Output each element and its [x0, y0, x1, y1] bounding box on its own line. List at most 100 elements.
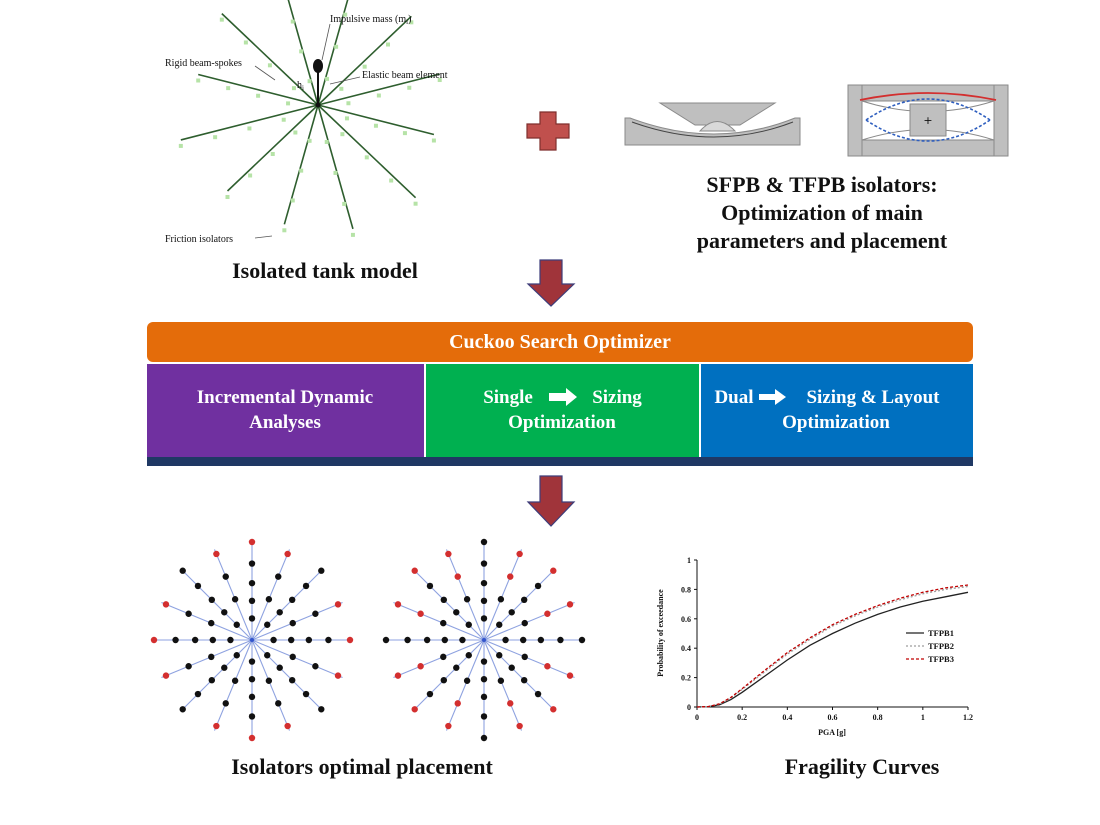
- isolator-node-black: [557, 636, 564, 644]
- friction-isolator-node: [350, 232, 355, 237]
- friction-isolator-node: [299, 168, 304, 173]
- isolator-node-black: [480, 597, 488, 604]
- isolator-node-black: [172, 636, 179, 644]
- y-tick-label: 0.8: [681, 585, 691, 594]
- isolator-node-red: [417, 663, 424, 670]
- cuckoo-search-optimizer-panel: Cuckoo Search Optimizer Incremental Dyna…: [147, 322, 973, 466]
- sizing-layout-label: Sizing & Layout: [806, 387, 940, 408]
- isolator-node-black: [480, 615, 488, 622]
- placement-layout-2: [382, 538, 586, 742]
- isolator-node-red: [445, 550, 452, 558]
- isolator-node-red: [516, 722, 523, 730]
- isolator-node-black: [264, 652, 271, 659]
- isolator-node-black: [248, 615, 256, 622]
- isolator-node-black: [248, 713, 256, 720]
- isolator-node-black: [480, 734, 488, 742]
- rigid-spokes-label: Rigid beam-spokes: [165, 58, 242, 69]
- isolator-node-black: [270, 636, 277, 644]
- placement-spoke: [161, 639, 253, 679]
- tank-spoke: [180, 104, 319, 141]
- series-line-tfpb3: [696, 584, 969, 708]
- friction-isolator-node: [339, 86, 344, 91]
- single-line2: Optimization: [508, 412, 616, 433]
- isolator-node-black: [465, 621, 472, 628]
- isolator-node-black: [264, 621, 271, 628]
- ida-line2: Analyses: [249, 412, 321, 433]
- isolator-node-black: [382, 636, 390, 644]
- isolator-node-black: [179, 706, 186, 713]
- isolated-tank-model: Impulsive mass (mi) Rigid beam-spokes El…: [165, 0, 448, 283]
- friction-isolator-node: [334, 44, 339, 49]
- isolator-node-black: [453, 664, 460, 671]
- friction-isolator-node: [307, 79, 312, 84]
- friction-isolator-node: [407, 85, 412, 90]
- friction-isolator-node: [346, 101, 351, 106]
- tank-spoke: [317, 104, 435, 136]
- friction-isolator-node: [402, 131, 407, 136]
- isolator-node-black: [534, 582, 542, 590]
- tank-spoke: [198, 73, 319, 106]
- isolator-node-black: [480, 560, 488, 567]
- isolator-node-black: [463, 596, 471, 603]
- x-tick-label: 0: [695, 713, 699, 722]
- friction-isolator-node: [299, 49, 304, 54]
- isolator-node-black: [288, 676, 296, 684]
- dual-line2: Optimization: [782, 412, 890, 433]
- tfpb-isolator-icon: +: [847, 84, 1009, 157]
- placement-spoke: [483, 549, 523, 641]
- friction-isolator-node: [219, 17, 224, 22]
- x-tick-label: 1: [921, 713, 925, 722]
- placement-spoke: [213, 549, 253, 641]
- isolator-node-black: [185, 663, 192, 670]
- isolator-node-black: [248, 560, 256, 567]
- isolator-node-black: [440, 653, 447, 661]
- isolator-node-black: [231, 596, 239, 603]
- dual-sizing-layout-optimization-cell: [701, 364, 973, 457]
- impulsive-mass-icon: [313, 59, 323, 73]
- friction-isolator-node: [342, 201, 347, 206]
- legend-label: TFPB3: [928, 654, 954, 664]
- isolators-caption-line3: parameters and placement: [697, 228, 948, 253]
- isolator-node-black: [275, 700, 282, 707]
- down-arrow-icon: [526, 259, 576, 307]
- placement-spoke: [251, 570, 322, 641]
- isolator-node-black: [248, 676, 256, 683]
- isolator-node-black: [248, 658, 256, 665]
- isolator-node-black: [233, 621, 240, 628]
- isolator-node-red: [445, 722, 452, 730]
- y-tick-label: 1: [687, 556, 691, 565]
- isolator-node-red: [162, 601, 170, 608]
- isolator-node-black: [288, 596, 296, 604]
- series-line-tfpb1: [696, 591, 969, 708]
- friction-isolators-label: Friction isolators: [165, 234, 233, 245]
- friction-isolator-node: [373, 123, 378, 128]
- placement-spoke: [483, 570, 554, 641]
- friction-isolator-node: [291, 86, 296, 91]
- isolator-node-black: [208, 653, 215, 661]
- isolator-node-black: [480, 538, 488, 546]
- placement-spoke: [393, 639, 485, 679]
- isolator-node-red: [411, 567, 418, 574]
- isolator-node-black: [423, 636, 431, 644]
- friction-isolator-node: [270, 151, 275, 156]
- friction-isolator-node: [389, 178, 394, 183]
- x-tick-label: 0.6: [828, 713, 838, 722]
- tank-spoke: [317, 15, 412, 106]
- isolator-node-red: [248, 538, 256, 546]
- isolator-node-black: [233, 652, 240, 659]
- isolator-node-black: [318, 567, 325, 574]
- placement-center: [250, 638, 254, 642]
- friction-isolator-node: [282, 228, 287, 233]
- friction-isolator-node: [290, 198, 295, 203]
- isolator-node-black: [521, 619, 528, 627]
- elastic-beam-label: Elastic beam element: [362, 70, 448, 81]
- isolator-node-black: [534, 690, 542, 698]
- single-sizing-optimization-cell: [426, 364, 699, 457]
- y-tick-label: 0: [687, 703, 691, 712]
- isolator-node-black: [508, 609, 515, 616]
- isolator-node-black: [231, 677, 239, 684]
- isolator-node-black: [222, 700, 229, 707]
- friction-isolator-node: [325, 76, 330, 81]
